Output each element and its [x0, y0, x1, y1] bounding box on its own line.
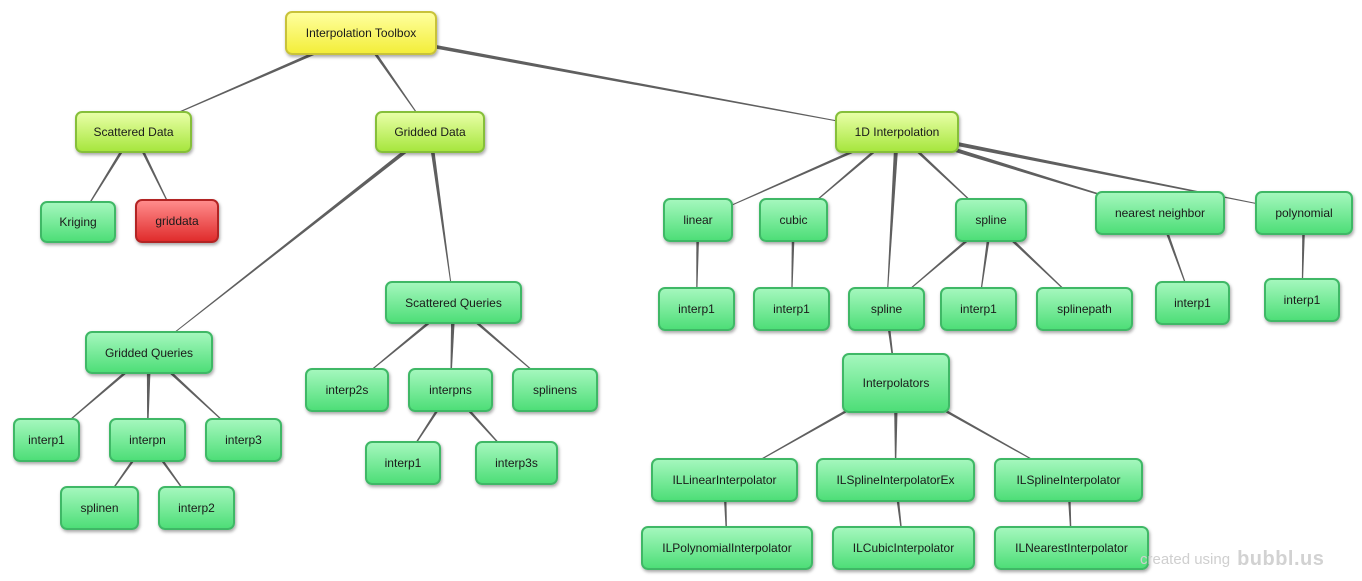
node-il-spline[interactable]: ILSplineInterpolator — [994, 458, 1143, 502]
node-label: cubic — [779, 213, 808, 227]
node-gq-interp3[interactable]: interp3 — [205, 418, 282, 462]
node-label: interp1 — [773, 302, 810, 316]
node-spline-interp1[interactable]: interp1 — [940, 287, 1017, 331]
node-il-spline-ex[interactable]: ILSplineInterpolatorEx — [816, 458, 975, 502]
node-label: ILNearestInterpolator — [1015, 541, 1128, 555]
node-label: Scattered Queries — [405, 295, 502, 310]
node-sq-interpns[interactable]: interpns — [408, 368, 493, 412]
node-spline-spline[interactable]: spline — [848, 287, 925, 331]
connector-root-to-interp_1d — [360, 31, 898, 133]
node-label: linear — [683, 213, 713, 227]
node-label: griddata — [155, 214, 199, 228]
connector-cubic-to-cubic_interp1 — [791, 220, 796, 309]
node-label: ILPolynomialInterpolator — [662, 541, 792, 555]
connector-interp_1d-to-spline — [895, 130, 992, 221]
node-label: interp1 — [1174, 296, 1211, 310]
node-il-polynomial[interactable]: ILPolynomialInterpolator — [641, 526, 813, 570]
node-splinepath[interactable]: splinepath — [1036, 287, 1133, 331]
node-label: interp3s — [495, 456, 538, 470]
node-kriging[interactable]: Kriging — [40, 201, 116, 243]
node-label: interp1 — [28, 433, 65, 447]
watermark: created using bubbl.us — [1140, 546, 1358, 572]
node-label: interpn — [129, 433, 166, 447]
node-label: interp1 — [678, 302, 715, 316]
connector-spline-to-spline_interp1 — [978, 219, 993, 309]
node-label: splinen — [80, 501, 119, 515]
connector-interp_1d-to-cubic — [793, 130, 898, 221]
node-linear[interactable]: linear — [663, 198, 733, 242]
connector-nearest-to-nearest_interp1 — [1158, 212, 1193, 304]
node-poly-interp1[interactable]: interp1 — [1264, 278, 1340, 322]
node-label: 1D Interpolation — [854, 125, 940, 139]
node-sq-interp1[interactable]: interp1 — [365, 441, 441, 485]
node-label: Gridded Data — [394, 125, 466, 139]
node-label: Gridded Queries — [104, 345, 194, 360]
node-gq-interp1[interactable]: interp1 — [13, 418, 80, 462]
node-gq-interpn[interactable]: interpn — [109, 418, 186, 462]
node-label: interp2 — [178, 501, 215, 515]
connector-interp_1d-to-spline_spline — [886, 131, 900, 309]
node-label: spline — [870, 302, 903, 316]
node-label: interpns — [429, 383, 472, 397]
node-il-cubic[interactable]: ILCubicInterpolator — [832, 526, 975, 570]
node-griddata[interactable]: griddata — [135, 199, 219, 243]
node-label: splinens — [532, 383, 578, 397]
node-label: ILLinearInterpolator — [672, 473, 777, 487]
node-label: nearest neighbor — [1114, 206, 1206, 220]
node-label: ILSplineInterpolatorEx — [836, 473, 955, 487]
node-gq-interp2[interactable]: interp2 — [158, 486, 235, 530]
node-label: Kriging — [59, 215, 97, 229]
connector-scattered_data-to-kriging — [77, 131, 135, 223]
node-scattered-queries[interactable]: Scattered Queries — [385, 281, 522, 324]
node-label: splinepath — [1057, 302, 1112, 316]
node-label: ILCubicInterpolator — [852, 541, 955, 555]
node-interpolators[interactable]: Interpolators — [842, 353, 950, 413]
node-scattered-data[interactable]: Scattered Data — [75, 111, 192, 153]
node-cubic-interp1[interactable]: interp1 — [753, 287, 830, 331]
node-sq-interp3s[interactable]: interp3s — [475, 441, 558, 485]
node-gq-splinen[interactable]: splinen — [60, 486, 139, 530]
node-gridded-data[interactable]: Gridded Data — [375, 111, 485, 153]
node-label: ILSplineInterpolator — [1016, 473, 1121, 487]
node-cubic[interactable]: cubic — [759, 198, 828, 242]
connector-scattered_data-to-griddata — [132, 131, 178, 222]
node-label: Interpolators — [862, 376, 930, 390]
connector-root-to-gridded_data — [359, 32, 431, 133]
watermark-prefix: created using — [1140, 550, 1231, 568]
node-nearest-interp1[interactable]: interp1 — [1155, 281, 1230, 325]
node-label: interp1 — [1283, 293, 1321, 307]
node-label: Interpolation Toolbox — [305, 26, 417, 40]
node-label: interp1 — [960, 302, 997, 316]
node-label: polynomial — [1275, 206, 1333, 220]
node-sq-interp2s[interactable]: interp2s — [305, 368, 389, 412]
node-il-linear[interactable]: ILLinearInterpolator — [651, 458, 798, 502]
node-il-nearest[interactable]: ILNearestInterpolator — [994, 526, 1149, 570]
connector-gridded_data-to-scattered_queries — [428, 131, 454, 303]
node-label: Scattered Data — [93, 125, 174, 139]
node-sq-splinens[interactable]: splinens — [512, 368, 598, 412]
connector-gridded_data-to-gridded_queries — [148, 130, 432, 353]
node-nearest[interactable]: nearest neighbor — [1095, 191, 1225, 235]
watermark-brand-logo: bubbl.us — [1237, 547, 1325, 570]
node-label: spline — [975, 213, 1007, 227]
node-root[interactable]: Interpolation Toolbox — [285, 11, 437, 55]
node-polynomial[interactable]: polynomial — [1255, 191, 1353, 235]
node-label: interp2s — [325, 383, 369, 397]
connector-linear-to-linear_interp1 — [696, 220, 700, 309]
node-gridded-queries[interactable]: Gridded Queries — [85, 331, 213, 374]
node-label: interp1 — [384, 456, 422, 470]
node-interp-1d[interactable]: 1D Interpolation — [835, 111, 959, 153]
node-spline[interactable]: spline — [955, 198, 1027, 242]
connector-interp_1d-to-nearest — [896, 129, 1161, 214]
connector-root-to-scattered_data — [133, 31, 362, 133]
node-linear-interp1[interactable]: interp1 — [658, 287, 735, 331]
node-label: interp3 — [225, 433, 262, 447]
